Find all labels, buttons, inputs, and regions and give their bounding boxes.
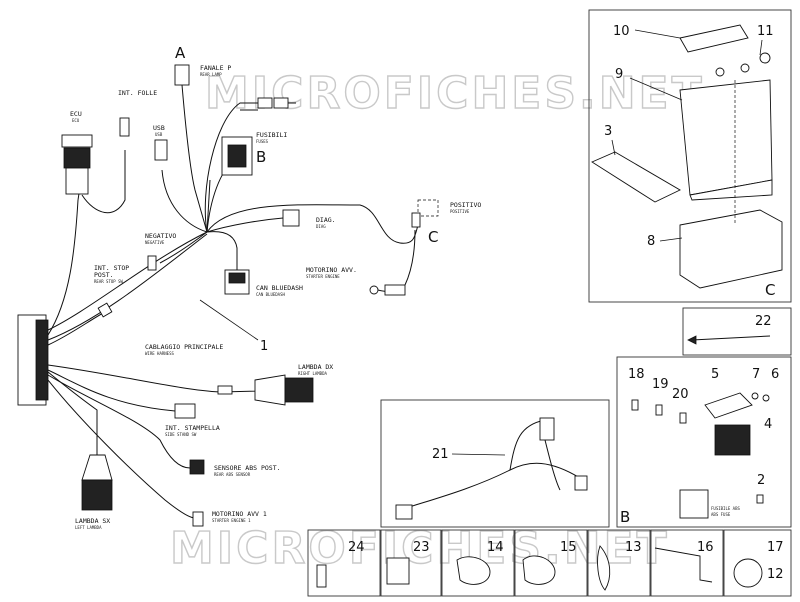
usb-label: USB: [153, 124, 165, 132]
positivo-sub: POSITIVE: [450, 209, 470, 214]
right-lambda-connector: [254, 374, 286, 406]
positivo-label: POSITIVO: [450, 201, 481, 209]
negative-terminal: [147, 255, 157, 271]
cablaggio-sub: WIRE HARNESS: [145, 351, 174, 356]
part-number-4: 4: [764, 417, 772, 432]
battery-panel-letter: C: [765, 281, 775, 299]
usb-connector: [154, 139, 168, 161]
part-number-3: 3: [604, 124, 612, 139]
watermark-top: MICROFICHES.NET: [205, 68, 705, 119]
sub-harness-panel: [380, 399, 610, 528]
rear-lamp-connector: [174, 64, 190, 86]
lambda-dx-label: LAMBDA DX: [298, 363, 333, 371]
part-number-19: 19: [652, 377, 669, 392]
fuse-panel-letter: B: [620, 508, 630, 526]
negativo-label: NEGATIVO: [145, 232, 176, 240]
part-number-23: 23: [413, 540, 430, 555]
part-number-13: 13: [625, 540, 642, 555]
part-number-9: 9: [615, 67, 623, 82]
motorino1-sub: STARTER ENGINE 1: [212, 518, 251, 523]
small-parts-row: 24 23 14 15 13 16 17 12: [307, 529, 792, 597]
part-number-6: 6: [771, 367, 779, 382]
part-number-7: 7: [752, 367, 760, 382]
part-number-8: 8: [647, 234, 655, 249]
lambda-dx-sub: RIGHT LAMBDA: [298, 371, 327, 376]
side-stand-switch: [174, 403, 196, 419]
neutral-switch: [119, 117, 130, 137]
watermark-bottom: MICROFICHES.NET: [170, 523, 670, 574]
abs-fuse-holder: [679, 489, 709, 519]
motorino-label: MOTORINO AVV.: [306, 266, 357, 274]
callout-b: B: [256, 148, 266, 166]
part-number-21: 21: [432, 447, 449, 462]
negativo-sub: NEGATIVE: [145, 240, 165, 245]
lambda-sx-sub: LEFT LAMBDA: [75, 525, 102, 530]
motorino-sub: STARTER ENGINE: [306, 274, 340, 279]
sensore-abs-sub: REAR ABS SENSOR: [214, 472, 251, 477]
abs-sensor-connector: [189, 459, 205, 475]
part-number-20: 20: [672, 387, 689, 402]
can-sub: CAN BLUEDASH: [256, 292, 285, 297]
ecu-connector: [61, 134, 93, 148]
part-number-14: 14: [487, 540, 504, 555]
main-harness-wires: [17, 84, 419, 519]
fusibili-sub: FUSES: [256, 139, 269, 144]
int-stop-sub: REAR STOP SW: [94, 279, 123, 284]
int-stop-label2: POST.: [94, 271, 114, 279]
part-number-22: 22: [755, 314, 772, 329]
part-number-12: 12: [767, 567, 784, 582]
int-folle-label: INT. FOLLE: [118, 89, 157, 97]
left-lambda-connector: [81, 454, 113, 481]
battery-pad: [591, 151, 681, 203]
cable-tie: [687, 335, 697, 345]
starter-terminal: [369, 285, 379, 295]
fusibili-label: FUSIBILI: [256, 131, 287, 139]
sensore-abs-label: SENSORE ABS POST.: [214, 464, 281, 472]
fanale-sub: REAR LAMP: [200, 72, 222, 77]
rear-stop-switch: [97, 302, 113, 318]
fuse-box-component: [714, 424, 751, 456]
positive-terminal: [411, 212, 421, 228]
part-number-16: 16: [697, 540, 714, 555]
motorino1-label: MOTORINO AVV 1: [212, 510, 267, 518]
part-number-1: 1: [260, 339, 268, 354]
fuse-box-bracket: [704, 392, 753, 419]
ecu-label: ECU: [70, 110, 82, 118]
lambda-sx-label: LAMBDA SX: [75, 517, 110, 525]
part-number-17: 17: [767, 540, 784, 555]
fanale-label: FANALE P: [200, 64, 231, 72]
battery-clamp: [679, 24, 749, 53]
callout-c: C: [428, 228, 438, 246]
starter-1-connector: [192, 511, 204, 527]
stampella-label: INT. STAMPELLA: [165, 424, 220, 432]
diag-sub: DIAG: [316, 224, 326, 229]
cablaggio-label: CABLAGGIO PRINCIPALE: [145, 343, 223, 351]
part-number-2: 2: [757, 473, 765, 488]
stampella-sub: SIDE STAND SW: [165, 432, 197, 437]
battery-tray: [679, 209, 783, 289]
part-number-11: 11: [757, 24, 774, 39]
part-number-15: 15: [560, 540, 577, 555]
callout-a: A: [175, 44, 186, 62]
int-stop-label1: INT. STOP: [94, 264, 129, 272]
usb-sub: USB: [155, 132, 163, 137]
diag-connector: [282, 209, 300, 227]
battery-panel: [588, 9, 792, 303]
abs-fuse-label: FUSIBILE ABS: [711, 506, 740, 511]
sub-harness-connector: [395, 504, 413, 520]
ecu-sub: ECU: [72, 118, 80, 123]
abs-fuse-sub: ABS FUSE: [711, 512, 731, 517]
part-number-5: 5: [711, 367, 719, 382]
cable-tie-panel: [682, 307, 792, 356]
can-label: CAN BLUEDASH: [256, 284, 303, 292]
diag-label: DIAG.: [316, 216, 336, 224]
part-number-24: 24: [348, 540, 365, 555]
part-number-18: 18: [628, 367, 645, 382]
part-number-10: 10: [613, 24, 630, 39]
battery: [679, 79, 773, 196]
fuse-panel: [616, 356, 792, 528]
